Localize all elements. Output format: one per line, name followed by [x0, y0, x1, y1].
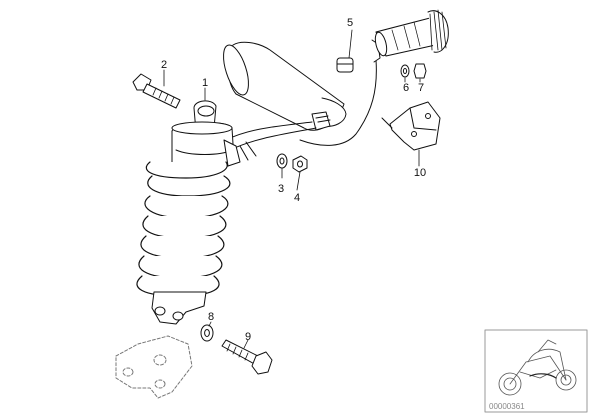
washer-3 [276, 153, 288, 169]
callout-8: 8 [208, 311, 214, 323]
callout-1: 1 [202, 77, 208, 89]
screw-5 [336, 57, 354, 73]
hose [225, 121, 317, 161]
shock-body [171, 121, 241, 173]
nut-4 [292, 155, 308, 173]
coil-spring [136, 161, 231, 297]
callout-9: 9 [245, 331, 251, 343]
callout-labels: 1 2 3 4 5 6 7 8 9 10 00000361 [161, 17, 525, 411]
washer-8 [200, 324, 214, 342]
callout-7: 7 [418, 82, 424, 94]
thumbnail-frame [484, 329, 588, 413]
callout-3: 3 [278, 183, 284, 195]
callout-10: 10 [414, 167, 426, 179]
diagram-code: 00000361 [489, 402, 525, 411]
callout-4: 4 [294, 192, 300, 204]
motorcycle-thumbnail [498, 339, 577, 396]
washer-6 [400, 64, 410, 78]
callout-6: 6 [403, 82, 409, 94]
reservoir-cylinder [223, 41, 347, 131]
lower-mount [151, 291, 207, 325]
callout-2: 2 [161, 59, 167, 71]
bolt-9 [221, 339, 273, 375]
preload-adjuster [374, 9, 449, 57]
frame-link [115, 335, 193, 399]
mounting-bracket [381, 101, 441, 151]
callout-5: 5 [347, 17, 353, 29]
nut-7 [413, 63, 427, 79]
bolt-2 [132, 73, 181, 109]
leader-lines [163, 29, 421, 349]
